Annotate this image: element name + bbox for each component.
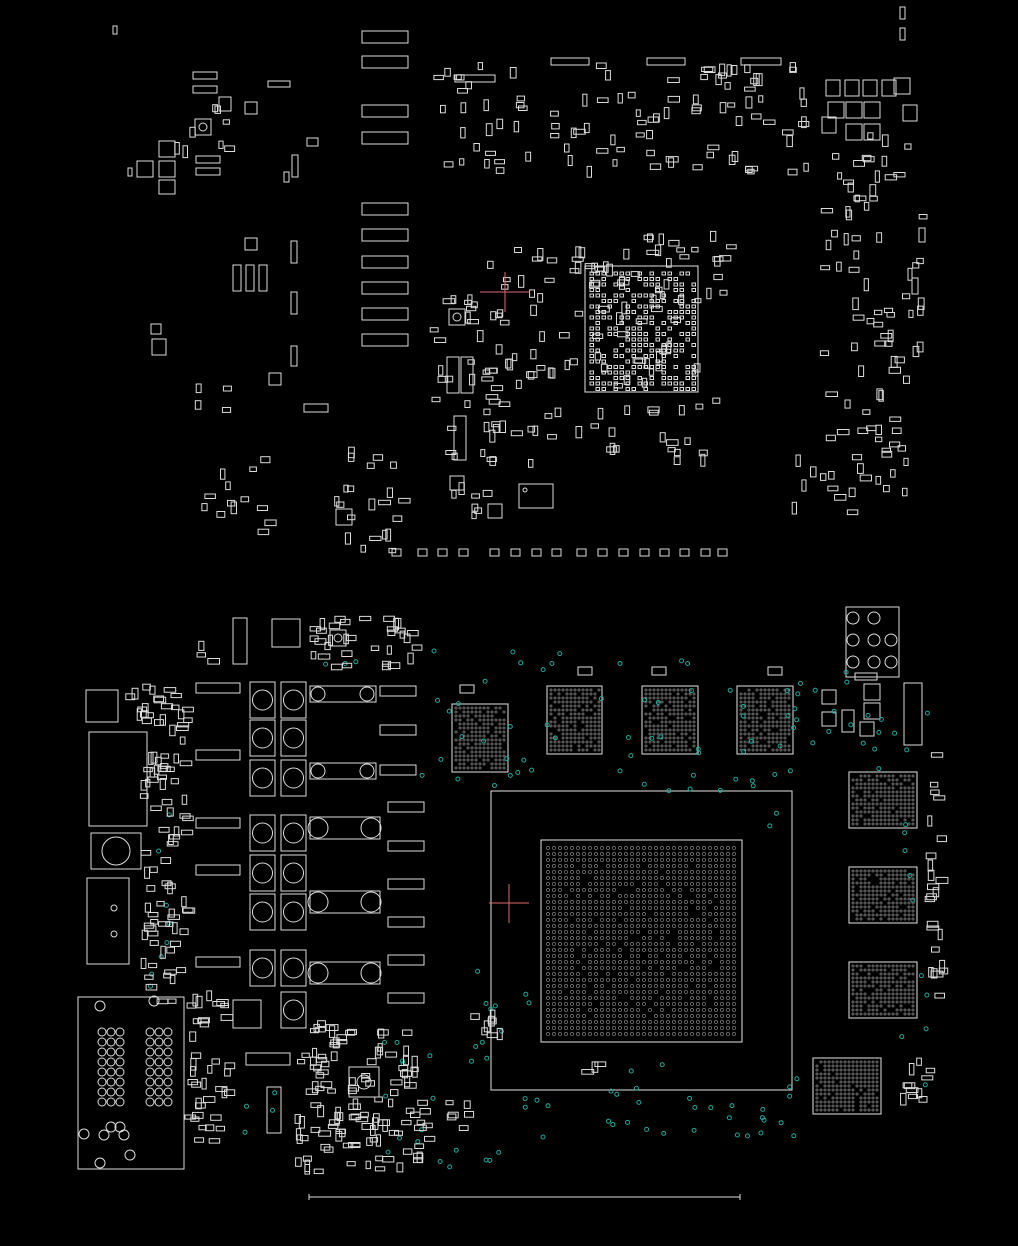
top-small-passives[interactable] [174,62,928,554]
top-row-components[interactable] [454,6,926,295]
bulk-capacitors[interactable] [195,682,425,1004]
gpu-package[interactable] [490,790,793,1091]
bottom-side-layer[interactable] [77,606,949,1200]
pcie-edge-outline[interactable] [308,1194,741,1200]
vias [148,648,930,1170]
display-connector[interactable] [821,606,923,746]
bottom-small-passives[interactable] [125,615,949,1175]
top-resistor-column[interactable] [361,30,409,347]
memory-chips[interactable] [451,666,918,1115]
top-side-layer[interactable] [112,6,928,557]
crosshair-icon [489,884,529,923]
top-edge-pad-row[interactable] [391,548,728,557]
vrm-chokes[interactable] [249,681,307,1029]
crosshair-icon [480,272,530,312]
